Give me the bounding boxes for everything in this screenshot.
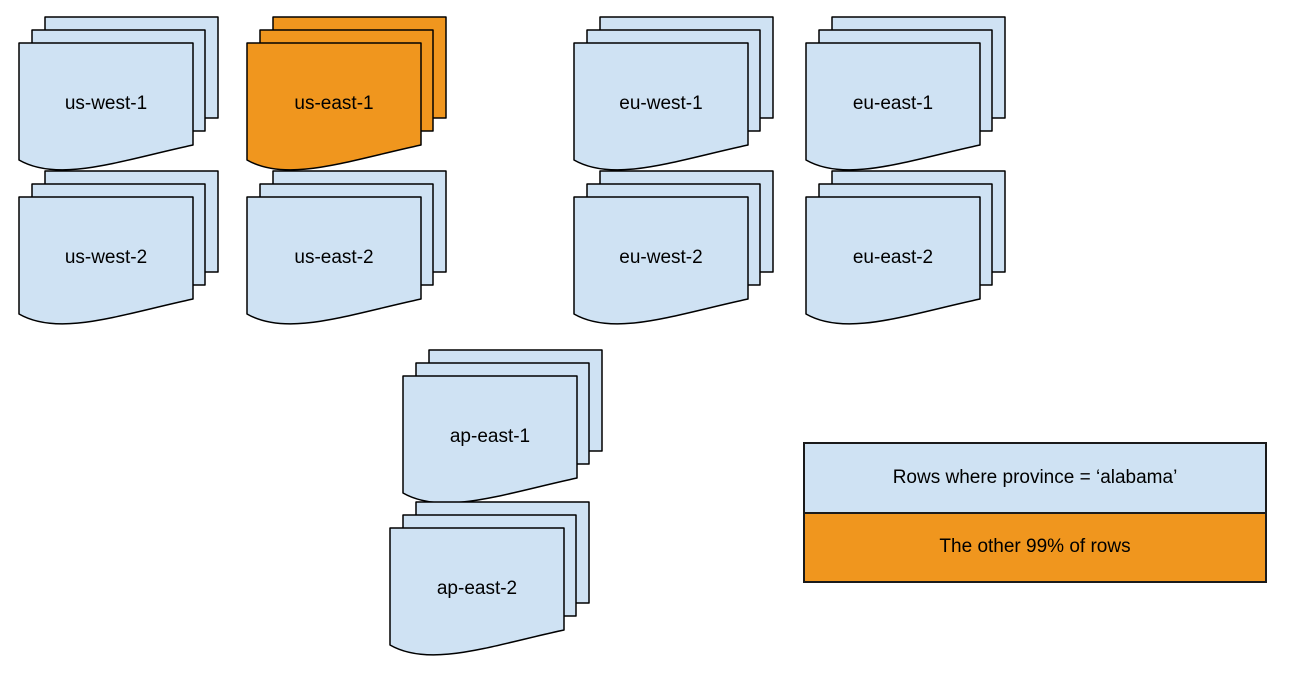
- region-stack-eu-east-2: eu-east-2: [805, 170, 1007, 327]
- legend-label-alabama: Rows where province = ‘alabama’: [892, 466, 1178, 488]
- region-stack-eu-west-1: eu-west-1: [573, 16, 775, 173]
- region-stack-ap-east-1: ap-east-1: [402, 349, 604, 506]
- document-stack-icon: [246, 16, 447, 171]
- region-stack-us-west-2: us-west-2: [18, 170, 220, 327]
- legend-row-alabama: Rows where province = ‘alabama’: [805, 444, 1265, 514]
- document-stack-icon: [573, 16, 774, 171]
- region-stack-eu-east-1: eu-east-1: [805, 16, 1007, 173]
- document-stack-icon: [389, 501, 590, 656]
- legend-row-other-rows: The other 99% of rows: [805, 513, 1265, 581]
- document-stack-icon: [805, 16, 1006, 171]
- document-stack-icon: [573, 170, 774, 325]
- region-stack-eu-west-2: eu-west-2: [573, 170, 775, 327]
- document-stack-icon: [246, 170, 447, 325]
- document-stack-icon: [805, 170, 1006, 325]
- region-stack-us-east-2: us-east-2: [246, 170, 448, 327]
- legend: Rows where province = ‘alabama’ The othe…: [803, 442, 1267, 583]
- region-stack-ap-east-2: ap-east-2: [389, 501, 591, 658]
- region-stack-us-east-1: us-east-1: [246, 16, 448, 173]
- document-stack-icon: [18, 16, 219, 171]
- document-stack-icon: [18, 170, 219, 325]
- document-stack-icon: [402, 349, 603, 504]
- legend-label-other-rows: The other 99% of rows: [939, 536, 1131, 558]
- region-stack-us-west-1: us-west-1: [18, 16, 220, 173]
